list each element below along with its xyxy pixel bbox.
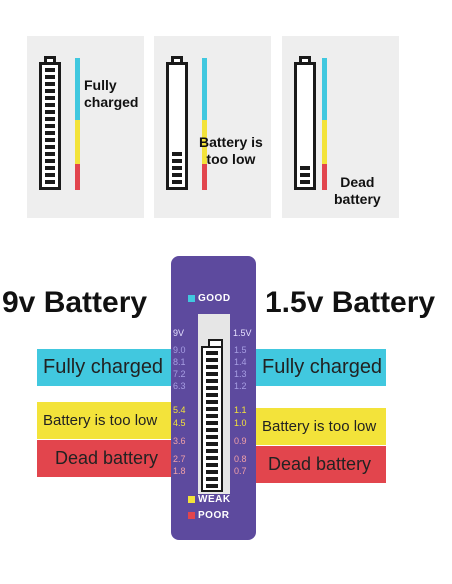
level-bar-dead: [75, 164, 80, 190]
battery-cap: [171, 56, 183, 63]
battery-cap: [299, 56, 311, 63]
scale-right-8: 0.7: [234, 466, 247, 476]
unit-1-5v: 1.5V: [233, 328, 252, 338]
scale-right-2: 1.3: [234, 369, 247, 379]
level-bar-dead: [202, 164, 207, 190]
scale-left-7: 2.7: [173, 454, 186, 464]
battery-dead-icon: [294, 62, 316, 190]
level-bar-low: [322, 120, 327, 164]
band-right-fully-charged: Fully charged: [256, 349, 386, 386]
good-label: GOOD: [198, 293, 231, 304]
level-bar-full: [322, 58, 327, 120]
battery-full-icon: [39, 62, 61, 190]
scale-left-8: 1.8: [173, 466, 186, 476]
scale-left-6: 3.6: [173, 436, 186, 446]
battery-low-icon: [166, 62, 188, 190]
scale-right-4: 1.1: [234, 405, 247, 415]
level-bar-low: [75, 120, 80, 164]
level-bar-low: [202, 120, 207, 164]
tester-battery-cap: [208, 339, 223, 346]
scale-right-5: 1.0: [234, 418, 247, 428]
scale-right-0: 1.5: [234, 345, 247, 355]
scale-left-0: 9.0: [173, 345, 186, 355]
band-right-too-low: Battery is too low: [256, 408, 386, 445]
weak-indicator-icon: [188, 496, 195, 503]
scale-left-3: 6.3: [173, 381, 186, 391]
title-9v-battery: 9v Battery: [2, 286, 148, 319]
poor-indicator-icon: [188, 512, 195, 519]
battery-cap: [44, 56, 56, 63]
battery-tester-device: GOOD 9V 1.5V 9.0 8.1 7.2 6.3 5.4 4.5 3.6…: [171, 256, 256, 540]
band-left-dead: Dead battery: [37, 440, 171, 477]
band-left-too-low: Battery is too low: [37, 402, 171, 439]
tester-battery-icon: [201, 346, 223, 492]
unit-9v: 9V: [173, 328, 185, 338]
scale-left-4: 5.4: [173, 405, 186, 415]
poor-label: POOR: [198, 510, 230, 521]
scale-left-5: 4.5: [173, 418, 186, 428]
scale-right-1: 1.4: [234, 357, 247, 367]
level-bar-full: [202, 58, 207, 120]
scale-right-3: 1.2: [234, 381, 247, 391]
level-bar-full: [75, 58, 80, 120]
scale-left-1: 8.1: [173, 357, 186, 367]
scale-left-2: 7.2: [173, 369, 186, 379]
good-indicator-icon: [188, 295, 195, 302]
scale-right-7: 0.8: [234, 454, 247, 464]
band-left-fully-charged: Fully charged: [37, 349, 171, 386]
weak-label: WEAK: [198, 494, 231, 505]
title-1-5v-battery: 1.5v Battery: [265, 286, 436, 319]
band-right-dead: Dead battery: [256, 446, 386, 483]
level-bar-dead: [322, 164, 327, 190]
scale-right-6: 0.9: [234, 436, 247, 446]
